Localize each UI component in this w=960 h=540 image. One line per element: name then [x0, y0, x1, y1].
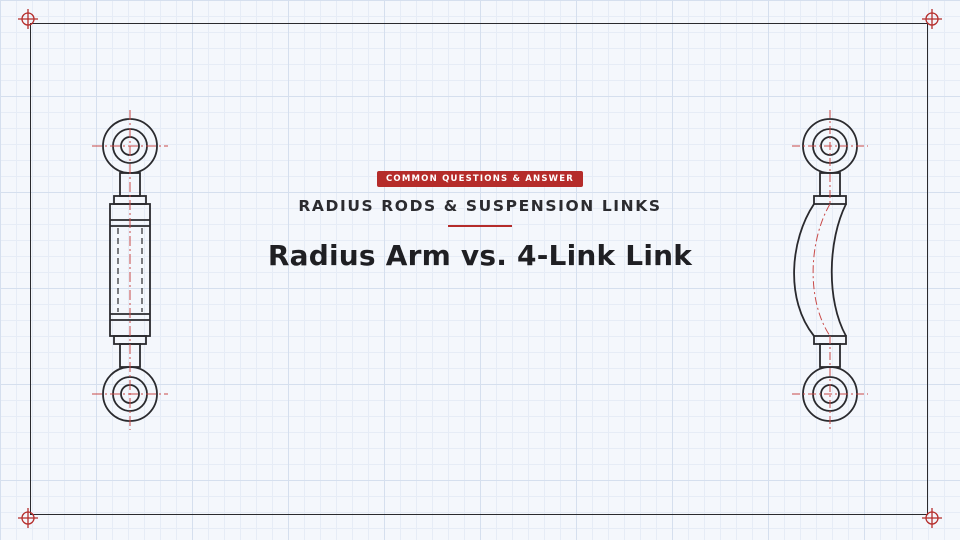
- title-block: COMMON QUESTIONS & ANSWER RADIUS RODS & …: [230, 168, 730, 272]
- section-subtitle: RADIUS RODS & SUSPENSION LINKS: [298, 197, 662, 215]
- registration-crosshair-icon: [922, 9, 942, 29]
- page-title: Radius Arm vs. 4-Link Link: [267, 239, 693, 272]
- drawing-border: [30, 23, 928, 515]
- straight-link-drawing: [92, 110, 168, 430]
- category-badge: COMMON QUESTIONS & ANSWER: [376, 171, 584, 187]
- registration-crosshair-icon: [18, 9, 38, 29]
- curved-link-drawing: [792, 110, 868, 430]
- accent-divider: [448, 225, 512, 227]
- registration-crosshair-icon: [922, 508, 942, 528]
- registration-crosshair-icon: [18, 508, 38, 528]
